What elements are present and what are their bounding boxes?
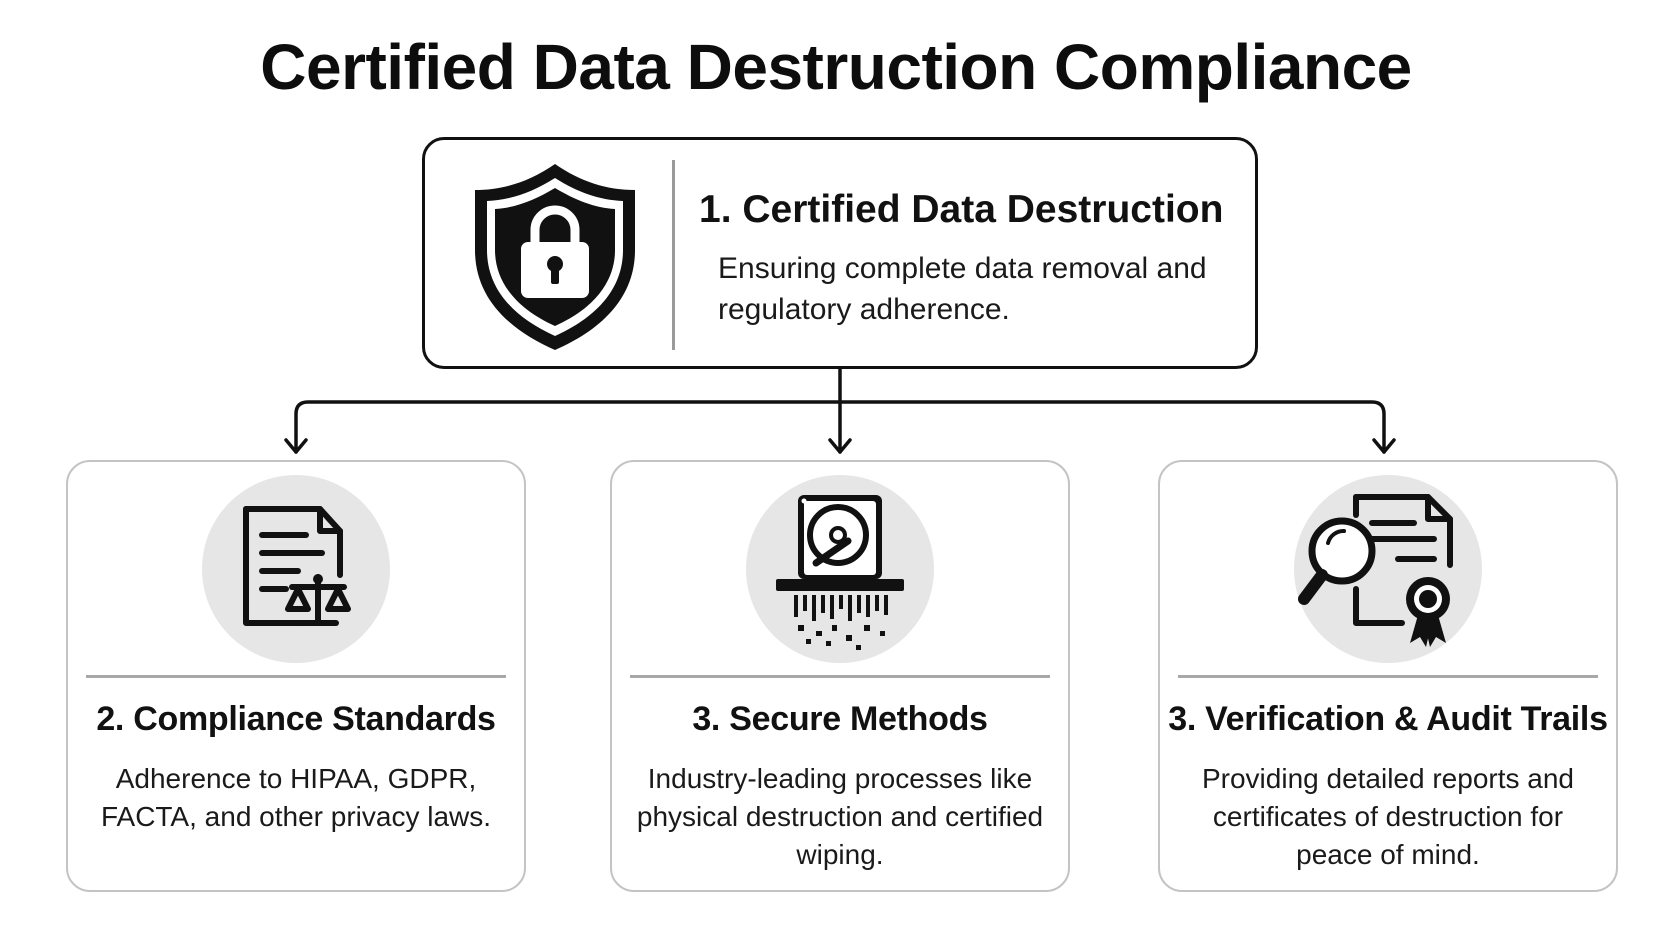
top-card-certified-data-destruction: 1. Certified Data Destruction Ensuring c… — [422, 137, 1258, 369]
card-title: 2. Compliance Standards — [96, 700, 496, 738]
card-description: Providing detailed reports and certifica… — [1201, 763, 1574, 870]
card-separator — [86, 675, 506, 678]
legal-document-scales-icon — [243, 506, 351, 626]
card-secure-methods: 3. Secure Methods Industry-leading proce… — [610, 460, 1070, 892]
shield-lock-icon — [475, 164, 635, 350]
card-title: 3. Secure Methods — [692, 700, 988, 738]
card-compliance-standards: 2. Compliance Standards Adherence to HIP… — [66, 460, 526, 892]
icon-circle — [746, 475, 934, 663]
card-description: Industry-leading processes like physical… — [636, 763, 1044, 870]
top-card-description: Ensuring complete data removal and regul… — [718, 252, 1207, 326]
card-separator — [630, 675, 1050, 678]
certificate-magnifier-icon — [1298, 494, 1453, 647]
card-separator — [1178, 675, 1598, 678]
top-card-divider — [672, 160, 675, 350]
icon-circle — [1294, 475, 1482, 663]
icon-circle — [202, 475, 390, 663]
card-description: Adherence to HIPAA, GDPR, FACTA, and oth… — [100, 763, 492, 832]
card-verification-audit-trails: 3. Verification & Audit Trails Providing… — [1158, 460, 1618, 892]
top-card-title: 1. Certified Data Destruction — [699, 188, 1224, 231]
hard-drive-shredder-icon — [776, 495, 904, 650]
page-title: Certified Data Destruction Compliance — [260, 31, 1412, 103]
card-title: 3. Verification & Audit Trails — [1168, 700, 1608, 738]
